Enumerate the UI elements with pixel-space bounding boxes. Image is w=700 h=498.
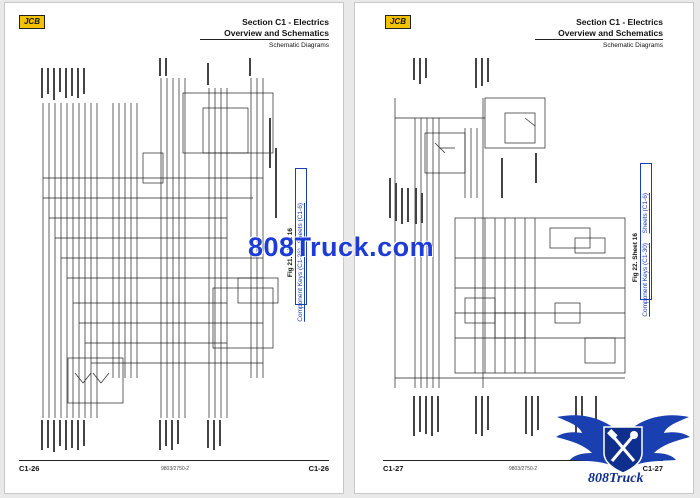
watermark-text: 808Truck.com — [248, 232, 435, 262]
wiring-schematic-right — [375, 58, 700, 453]
section-title: Section C1 - Electrics — [576, 17, 663, 27]
link-box — [295, 168, 307, 305]
page-number-left: C1-26 — [19, 464, 40, 473]
section-subtitle: Overview and Schematics — [558, 28, 663, 38]
808truck-badge: 808Truck — [552, 405, 694, 493]
footer-rule — [19, 460, 329, 461]
page-number-right: C1-27 — [642, 464, 663, 473]
section-subtitle: Overview and Schematics — [224, 28, 329, 38]
diagrams-label: Schematic Diagrams — [603, 42, 663, 49]
wiring-schematic-left — [13, 58, 343, 453]
figure-caption: Fig 22. Sheet 16 — [632, 233, 639, 283]
doc-number: 9803/2750-2 — [509, 466, 538, 472]
wrench-hammer-icon — [556, 415, 690, 474]
component-keys-link[interactable]: Component Keys (C1-30) — [642, 243, 649, 317]
header-rule — [200, 39, 329, 40]
header-rule — [535, 39, 663, 40]
link-box — [640, 163, 652, 300]
doc-number: 9803/2750-2 — [161, 466, 190, 472]
manual-page-right: JCB Section C1 - Electrics Overview and … — [354, 2, 694, 494]
manual-page-left: JCB Section C1 - Electrics Overview and … — [4, 2, 344, 494]
schematic-drawing — [389, 58, 626, 436]
page-number-right: C1-26 — [308, 464, 329, 473]
sheets-link[interactable]: Sheets (C1-6) — [642, 193, 649, 234]
page-number-left: C1-27 — [383, 464, 404, 473]
footer-rule — [383, 460, 663, 461]
jcb-logo: JCB — [385, 15, 411, 29]
schematic-drawing — [41, 58, 279, 452]
section-title: Section C1 - Electrics — [242, 17, 329, 27]
jcb-logo: JCB — [19, 15, 45, 29]
diagrams-label: Schematic Diagrams — [269, 42, 329, 49]
badge-label: 808Truck — [588, 471, 644, 486]
